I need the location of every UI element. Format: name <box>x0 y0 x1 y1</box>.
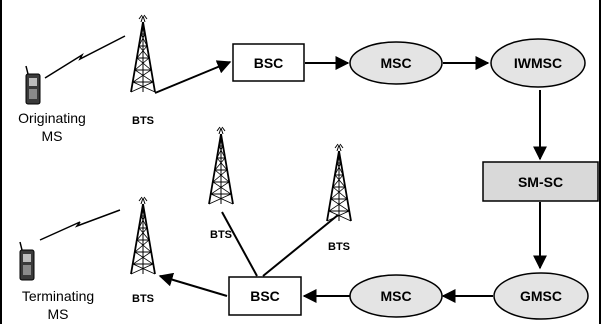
bsc-bottom-box <box>228 276 302 316</box>
bts-tower-middle-left-icon <box>208 126 234 205</box>
msc-top-node <box>349 41 443 85</box>
bsc-top-box <box>232 43 305 82</box>
bts-tower-terminating-icon <box>130 196 156 275</box>
gmsc-label: GMSC <box>520 288 562 304</box>
link-bsc-to-bts-middle-left <box>221 211 258 277</box>
msc-bottom-label: MSC <box>380 288 411 304</box>
bts-label-middle-right: BTS <box>328 241 350 253</box>
smsc-box <box>482 161 599 202</box>
bsc-bottom-label: BSC <box>250 288 280 304</box>
terminating-ms-label-line2: MS <box>48 306 69 322</box>
originating-ms-label-line2: MS <box>42 128 63 144</box>
iwmsc-node <box>490 38 586 88</box>
bts-label-originating: BTS <box>132 115 154 127</box>
msc-top-label: MSC <box>380 55 411 71</box>
bts-label-terminating: BTS <box>132 293 154 305</box>
radio-link-terminating <box>39 209 121 241</box>
bsc-top-label: BSC <box>254 55 284 71</box>
bts-tower-middle-right-icon <box>326 143 352 222</box>
link-bts-to-bsc-top <box>154 60 232 94</box>
link-bsc-to-terminating-bts <box>158 272 228 297</box>
terminating-ms-label-line1: Terminating <box>22 288 94 304</box>
link-bsc-to-bts-middle-right <box>262 214 339 277</box>
iwmsc-label: IWMSC <box>514 55 562 71</box>
originating-ms-label-line1: Originating <box>18 110 86 126</box>
originating-phone-icon <box>25 65 41 105</box>
bts-label-middle-left: BTS <box>210 229 232 241</box>
terminating-phone-icon <box>19 241 35 281</box>
bts-tower-originating-icon <box>130 14 156 93</box>
radio-link-originating <box>44 35 126 79</box>
gmsc-node <box>493 272 589 320</box>
smsc-label: SM-SC <box>518 174 563 190</box>
msc-bottom-node <box>349 274 443 318</box>
